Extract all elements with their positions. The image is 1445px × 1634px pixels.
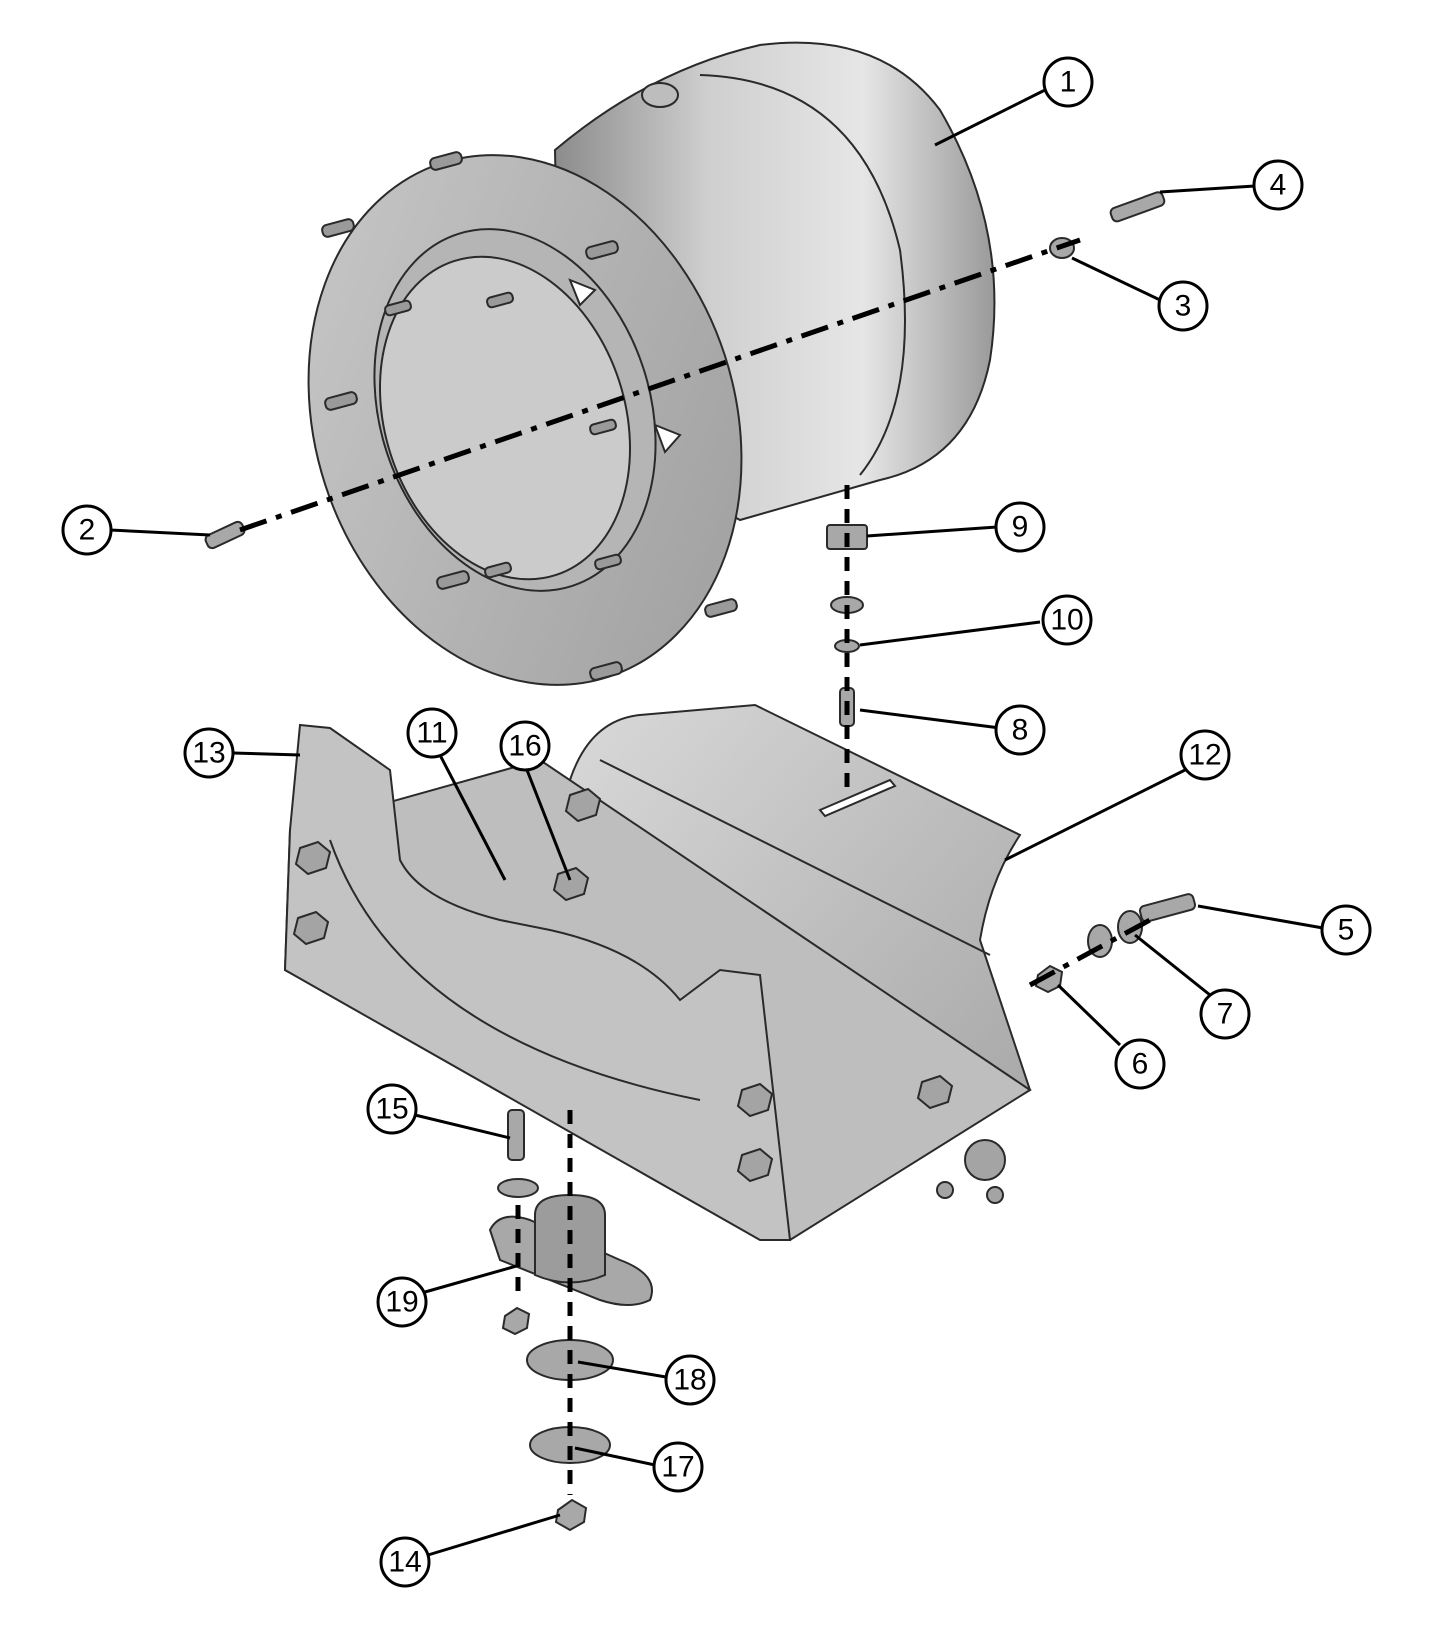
callout-15: 15 — [366, 1083, 511, 1140]
mount-bolt — [936, 1181, 954, 1199]
flange-stud — [324, 391, 358, 411]
svg-text:13: 13 — [192, 737, 225, 770]
housing-knob — [641, 82, 679, 108]
callout-7: 7 — [1134, 933, 1251, 1040]
hex-nut — [736, 1082, 774, 1118]
flange-stud — [484, 561, 512, 579]
svg-text:6: 6 — [1132, 1048, 1149, 1081]
callout-19: 19 — [376, 1263, 521, 1328]
housing-window — [653, 423, 682, 454]
callout-10: 10 — [859, 594, 1093, 647]
flange-stud — [429, 151, 463, 171]
motor-axis — [239, 237, 1081, 533]
mount-foot — [964, 1139, 1006, 1181]
callout-2: 2 — [61, 504, 211, 556]
hex-nut — [564, 787, 602, 823]
bolt-part-15 — [507, 1109, 525, 1161]
side-plate-part — [283, 723, 792, 1241]
svg-text:11: 11 — [416, 717, 447, 750]
svg-text:8: 8 — [1012, 714, 1029, 747]
callout-3: 3 — [1071, 256, 1209, 332]
hex-nut — [292, 910, 330, 946]
svg-text:15: 15 — [375, 1093, 408, 1126]
callout-4: 4 — [1159, 159, 1304, 211]
flange-stud — [436, 570, 470, 590]
svg-text:2: 2 — [79, 514, 96, 547]
flange-stud — [594, 553, 622, 571]
callout-6: 6 — [1056, 983, 1166, 1090]
flange-stud — [585, 240, 619, 260]
bolt-part-4 — [1109, 191, 1166, 223]
svg-text:10: 10 — [1050, 604, 1083, 637]
svg-text:12: 12 — [1188, 739, 1221, 772]
flange-stud — [704, 598, 738, 618]
callout-17: 17 — [574, 1441, 704, 1493]
callout-1: 1 — [934, 56, 1094, 147]
bracket-hardware — [292, 787, 1006, 1204]
svg-text:19: 19 — [385, 1286, 418, 1319]
fan-housing-part — [307, 41, 996, 686]
side-axis — [1028, 917, 1152, 988]
bracket-slot — [818, 778, 897, 818]
callout-16: 16 — [499, 720, 572, 881]
bracket-fold-line — [599, 759, 991, 956]
nut-part-14 — [554, 1498, 588, 1532]
svg-text:5: 5 — [1338, 914, 1355, 947]
housing-seam — [699, 74, 906, 476]
svg-text:14: 14 — [388, 1546, 421, 1579]
callout-5: 5 — [1197, 904, 1372, 956]
svg-text:17: 17 — [661, 1451, 694, 1484]
callout-12: 12 — [1004, 729, 1231, 862]
assembly-axes — [239, 237, 1152, 1495]
housing-inner-plate — [379, 255, 631, 581]
callout-8: 8 — [859, 704, 1046, 756]
svg-text:16: 16 — [508, 730, 541, 763]
flange-stud — [486, 291, 514, 309]
hex-nut — [294, 840, 332, 876]
callout-11: 11 — [406, 707, 507, 881]
flange-stud — [589, 418, 617, 436]
side-plate-curve — [329, 839, 701, 1101]
flange-studs — [321, 151, 738, 681]
callout-14: 14 — [379, 1513, 561, 1588]
svg-text:9: 9 — [1012, 511, 1029, 544]
svg-text:4: 4 — [1270, 169, 1287, 202]
callout-9: 9 — [866, 501, 1046, 553]
hex-nut — [736, 1147, 774, 1183]
flange-stud — [384, 299, 412, 317]
hex-nut — [916, 1074, 954, 1110]
svg-text:3: 3 — [1175, 290, 1192, 323]
callout-13: 13 — [183, 727, 301, 779]
bolt-part-2 — [204, 520, 246, 550]
nut-part-19 — [501, 1306, 531, 1336]
mount-bolt — [986, 1186, 1004, 1204]
bolt-part-5 — [1138, 893, 1196, 923]
hex-nut — [552, 866, 590, 902]
base-bracket-assembly — [283, 703, 1032, 1242]
callouts: 1 2 3 4 5 6 7 — [61, 56, 1372, 1588]
svg-text:18: 18 — [673, 1364, 706, 1397]
flange-stud — [321, 218, 355, 238]
housing-window — [568, 278, 597, 307]
flange-stud — [589, 661, 623, 681]
washer-part-15 — [497, 1178, 539, 1198]
svg-text:7: 7 — [1217, 998, 1234, 1031]
svg-text:1: 1 — [1060, 66, 1077, 99]
callout-18: 18 — [577, 1354, 716, 1406]
